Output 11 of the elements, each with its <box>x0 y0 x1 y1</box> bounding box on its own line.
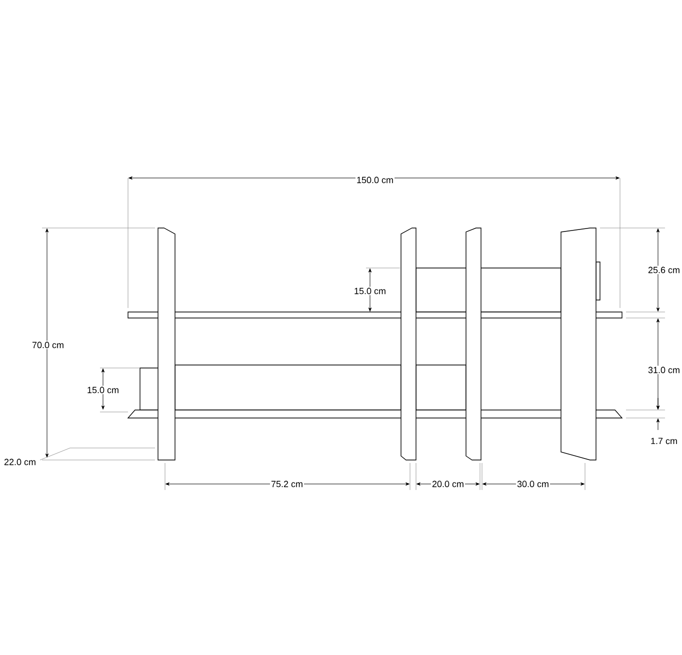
dimension-label: 20.0 cm <box>431 480 466 488</box>
dimension-label: 150.0 cm <box>356 176 395 184</box>
dimension-label: 25.6 cm <box>647 266 681 274</box>
dimension-label: 22.0 cm <box>3 458 38 466</box>
dimension-label: 75.2 cm <box>270 480 304 488</box>
dimension-label: 15.0 cm <box>86 386 120 394</box>
dimension-label: 70.0 cm <box>31 340 66 350</box>
dimension-label: 31.0 cm <box>647 366 681 374</box>
dimension-label: 1.7 cm <box>650 436 678 446</box>
dimension-label: 15.0 cm <box>353 286 387 296</box>
dimension-label: 30.0 cm <box>516 480 550 488</box>
